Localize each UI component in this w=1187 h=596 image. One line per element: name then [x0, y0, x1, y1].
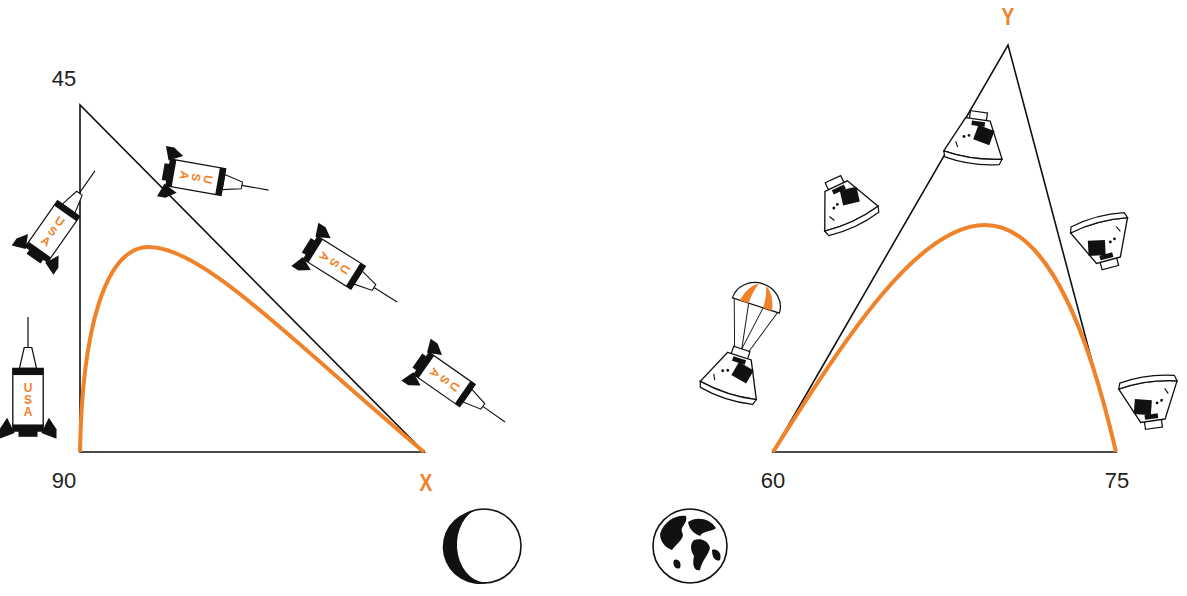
- angle-number: 75: [1105, 468, 1129, 494]
- capsule-icon: [1068, 209, 1138, 275]
- rocket-marking: USA: [22, 382, 34, 418]
- earth-icon: [653, 509, 727, 583]
- angle-number: 45: [52, 66, 76, 92]
- angle-number: 60: [761, 468, 785, 494]
- land-shape: [660, 516, 686, 550]
- trajectory-curve: [80, 247, 424, 452]
- moon-icon: [443, 509, 521, 584]
- trajectory-curve: [773, 225, 1116, 452]
- triangle-left: [80, 105, 424, 452]
- vertex-letter: X: [420, 469, 433, 497]
- capsule-icon: [698, 275, 791, 408]
- land-shape: [691, 539, 710, 570]
- land-shape: [688, 519, 716, 536]
- vertex-letter: Y: [1002, 3, 1015, 31]
- angle-number: 90: [52, 468, 76, 494]
- capsule-icon: [943, 108, 1009, 168]
- rocket-icon: [12, 156, 116, 274]
- land-shape: [712, 550, 721, 561]
- rocket-icon: [0, 317, 56, 439]
- rocket-marking: USA: [316, 248, 353, 277]
- parachute-icon: [718, 276, 786, 356]
- land-shape: [673, 559, 680, 568]
- rocket-icon: [291, 223, 410, 324]
- rocket-marking: USA: [427, 364, 463, 394]
- rocket-marking: USA: [37, 213, 67, 249]
- rocket-marking: USA: [177, 168, 215, 186]
- rocket-icon: [157, 146, 273, 215]
- capsule-icon: [806, 167, 881, 239]
- triangle-right: [773, 45, 1116, 452]
- rocket-icon: [401, 339, 519, 443]
- capsule-icon: [1118, 372, 1184, 432]
